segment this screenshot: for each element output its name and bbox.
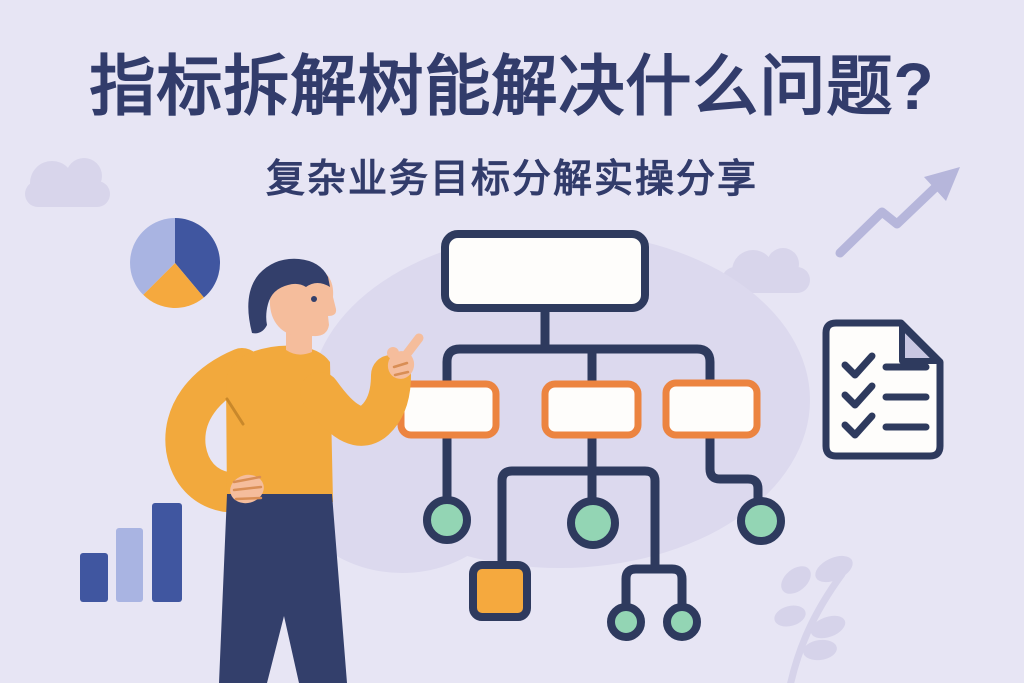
tree-connector <box>705 434 763 501</box>
subtitle: 复杂业务目标分解实操分享 <box>265 158 758 201</box>
trend-arrow-icon <box>835 167 960 258</box>
person-hair <box>248 258 330 334</box>
tree-connector <box>497 466 660 571</box>
tree-leaf-circle <box>663 603 701 641</box>
pie-chart-icon <box>130 218 221 308</box>
tree-leaf-circle <box>423 496 471 544</box>
checklist-document-icon <box>822 319 944 460</box>
tree-branch-node <box>397 380 500 439</box>
tree-diagram <box>397 230 785 641</box>
tree-root-node <box>441 230 649 312</box>
main-title: 指标拆解树能解决什么问题? <box>89 49 935 123</box>
bar-chart-icon <box>80 503 182 602</box>
tree-branch-node <box>662 379 761 439</box>
tree-connector <box>621 564 687 604</box>
tree-branch-node <box>541 380 642 439</box>
person-hip-hand <box>230 474 264 504</box>
tree-leaf-circle <box>607 603 645 641</box>
person-eye <box>311 296 317 302</box>
person-left-arm <box>165 348 262 512</box>
person-pants <box>219 494 347 683</box>
plant-branch-icon <box>774 555 853 683</box>
tree-leaf-square <box>469 561 531 621</box>
tree-leaf-circle <box>567 497 619 549</box>
person-ear <box>273 302 289 322</box>
cloud-icon <box>25 158 110 207</box>
tree-leaf-circle <box>737 497 785 545</box>
person-pointing-hand <box>387 333 424 379</box>
tree-connector <box>442 344 715 386</box>
person-right-arm <box>300 355 411 446</box>
person-presenter <box>165 258 424 683</box>
